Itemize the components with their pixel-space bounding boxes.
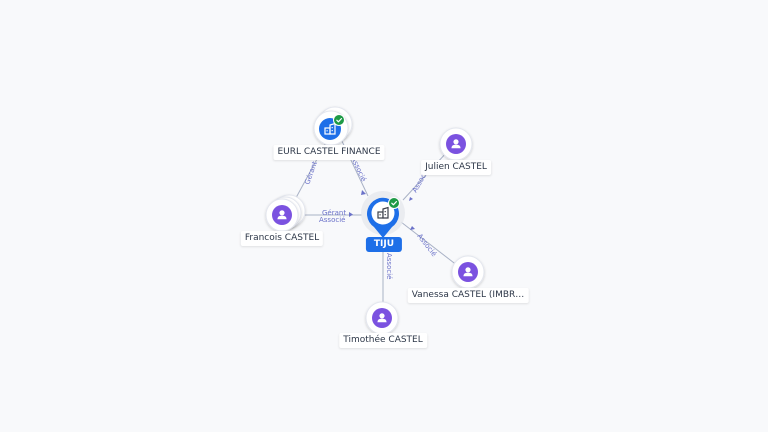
- edge-label-francois-gerant: Gérant: [322, 209, 346, 217]
- edge-arrows: [349, 190, 415, 230]
- arrow-vanessa: [410, 226, 415, 230]
- node-tiju-center[interactable]: [361, 191, 405, 238]
- arrow-julien: [409, 197, 413, 201]
- edge-label-eurl-gerant: Gérant: [303, 160, 319, 186]
- edge-label-francois-associe: Associé: [319, 216, 345, 224]
- node-francois-castel[interactable]: [265, 194, 306, 232]
- node-label-eurl[interactable]: EURL CASTEL FINANCE: [273, 145, 385, 160]
- node-label-timothee[interactable]: Timothée CASTEL: [339, 333, 427, 348]
- arrow-eurl: [361, 190, 366, 195]
- node-julien-castel[interactable]: [439, 127, 473, 161]
- node-label-tiju[interactable]: TIJU: [365, 237, 403, 252]
- edge-label-vanessa-associe: Associé: [415, 232, 438, 258]
- node-timothee-castel[interactable]: [365, 301, 399, 335]
- node-eurl-castel-finance[interactable]: [313, 106, 353, 146]
- edge-label-timothee-associe: Associé: [385, 253, 393, 279]
- node-label-julien[interactable]: Julien CASTEL: [421, 160, 491, 175]
- node-label-vanessa[interactable]: Vanessa CASTEL (IMBR…: [407, 288, 529, 303]
- node-label-francois[interactable]: Francois CASTEL: [240, 231, 324, 246]
- arrow-francois: [349, 212, 353, 217]
- node-vanessa-castel[interactable]: [451, 255, 485, 289]
